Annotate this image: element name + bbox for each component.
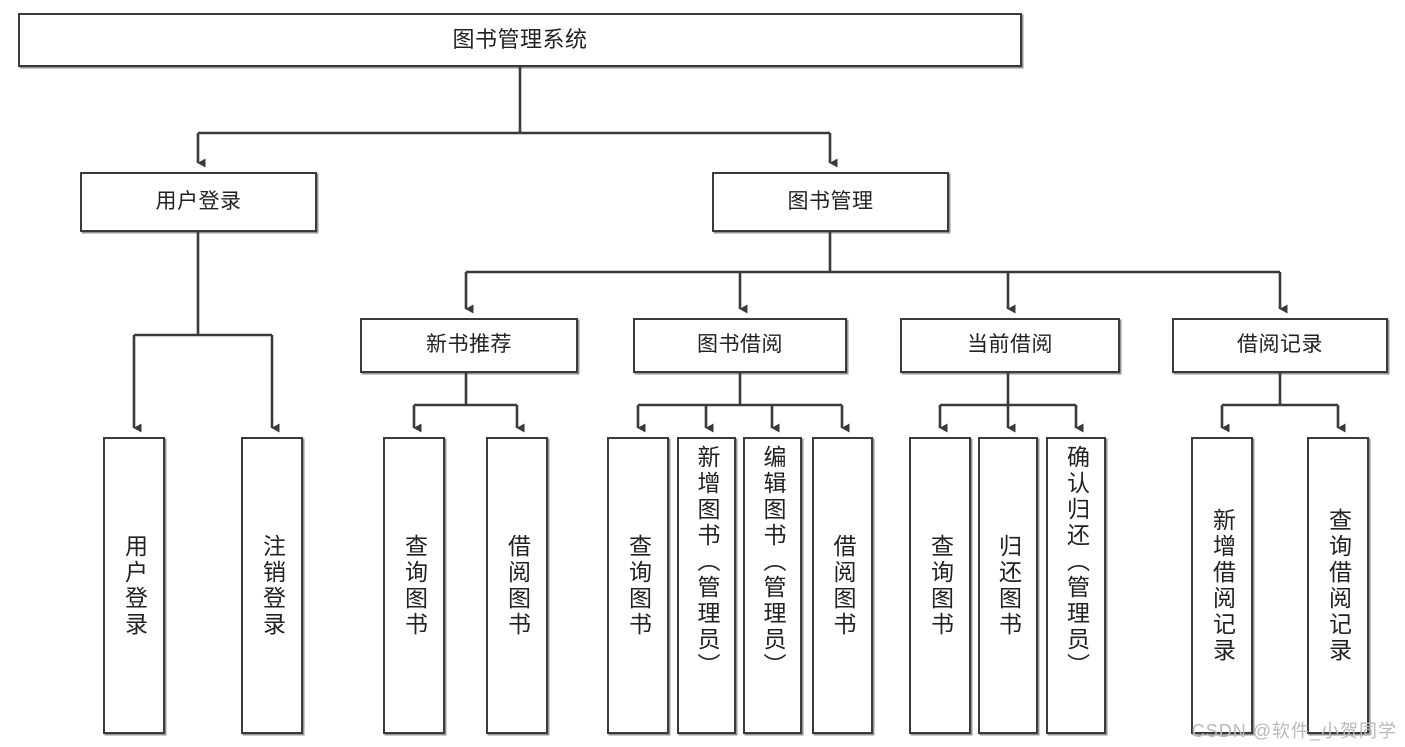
leaf-borrow-book-1-label: 借阅图书 [504,533,531,638]
leaf-confirm-return-label: 确认归还（管理员） [1063,445,1090,679]
leaf-user-login-wrap: 用户登录 [105,439,163,732]
leaf-query-book-2[interactable]: 查询图书 [607,437,669,734]
leaf-confirm-return[interactable]: 确认归还（管理员） [1046,437,1106,734]
leaf-add-record-label: 新增借阅记录 [1209,507,1236,664]
leaf-query-book-2-label: 查询图书 [625,533,652,638]
leaf-query-book-3-label: 查询图书 [927,533,954,638]
node-book-borrow-label: 图书借阅 [697,333,783,357]
node-root[interactable]: 图书管理系统 [18,13,1022,67]
node-new-book-rec-label: 新书推荐 [426,333,512,357]
leaf-query-record-label: 查询借阅记录 [1325,507,1352,664]
leaf-confirm-return-wrap: 确认归还（管理员） [1048,439,1104,738]
leaf-edit-book-wrap: 编辑图书（管理员） [745,439,800,738]
leaf-query-book-3-wrap: 查询图书 [911,439,969,732]
leaf-query-book-3[interactable]: 查询图书 [909,437,971,734]
leaf-add-record[interactable]: 新增借阅记录 [1191,437,1253,734]
leaf-user-login[interactable]: 用户登录 [103,437,165,734]
leaf-return-book-label: 归还图书 [995,533,1022,638]
node-book-manage[interactable]: 图书管理 [712,172,949,232]
node-user-login[interactable]: 用户登录 [80,172,317,232]
node-current-borrow-label: 当前借阅 [967,333,1053,357]
watermark: CSDN @软件_小贺同学 [1191,721,1397,741]
leaf-add-book[interactable]: 新增图书（管理员） [677,437,736,734]
node-book-borrow[interactable]: 图书借阅 [633,318,847,373]
leaf-query-book-1-label: 查询图书 [401,533,428,638]
leaf-query-book-1-wrap: 查询图书 [385,439,443,732]
leaf-query-record-wrap: 查询借阅记录 [1309,439,1367,732]
leaf-add-book-label: 新增图书（管理员） [694,445,720,679]
leaf-return-book-wrap: 归还图书 [980,439,1036,732]
node-user-login-label: 用户登录 [155,189,242,213]
leaf-logout-login-label: 注销登录 [259,533,286,638]
leaf-query-record[interactable]: 查询借阅记录 [1307,437,1369,734]
leaf-return-book[interactable]: 归还图书 [978,437,1038,734]
leaf-edit-book-label: 编辑图书（管理员） [760,445,786,679]
node-current-borrow[interactable]: 当前借阅 [900,318,1120,373]
leaf-logout-login[interactable]: 注销登录 [241,437,303,734]
leaf-borrow-book-1[interactable]: 借阅图书 [486,437,548,734]
node-borrow-record[interactable]: 借阅记录 [1172,318,1388,373]
node-book-manage-label: 图书管理 [787,189,874,213]
leaf-add-book-wrap: 新增图书（管理员） [679,439,734,738]
leaf-add-record-wrap: 新增借阅记录 [1193,439,1251,732]
node-borrow-record-label: 借阅记录 [1237,333,1323,357]
node-root-label: 图书管理系统 [452,27,588,53]
leaf-logout-login-wrap: 注销登录 [243,439,301,732]
leaf-edit-book[interactable]: 编辑图书（管理员） [743,437,802,734]
node-new-book-rec[interactable]: 新书推荐 [360,318,578,373]
leaf-borrow-book-2[interactable]: 借阅图书 [812,437,873,734]
leaf-borrow-book-1-wrap: 借阅图书 [488,439,546,732]
leaf-borrow-book-2-label: 借阅图书 [830,533,856,638]
leaf-borrow-book-2-wrap: 借阅图书 [814,439,871,732]
leaf-query-book-1[interactable]: 查询图书 [383,437,445,734]
leaf-query-book-2-wrap: 查询图书 [609,439,667,732]
leaf-user-login-label: 用户登录 [121,533,148,638]
